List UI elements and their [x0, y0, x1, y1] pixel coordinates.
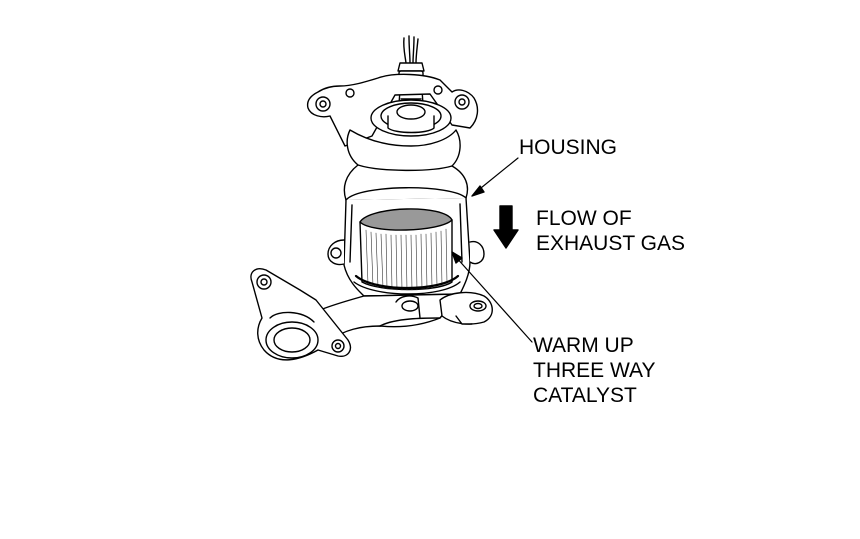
leader-lines: [451, 157, 533, 343]
sensor-boss: [370, 99, 452, 137]
right-flange: [439, 291, 493, 325]
catalyst-label-line3: CATALYST: [533, 384, 637, 407]
housing-label: HOUSING: [519, 135, 617, 160]
catalyst-brick: [353, 208, 461, 295]
outlet-flange: [250, 268, 352, 361]
outlet-pipe: [299, 293, 461, 341]
catalyst-label-line2: THREE WAY: [533, 359, 656, 382]
flow-label-line1: FLOW OF: [536, 207, 632, 230]
catalyst-label-line1: WARM UP: [533, 334, 634, 357]
catalyst-label: WARM UP THREE WAY CATALYST: [533, 333, 656, 408]
flow-label-line2: EXHAUST GAS: [536, 232, 685, 255]
sensor-wires: [403, 35, 419, 64]
side-bosses: [327, 239, 485, 266]
housing-upper: [343, 129, 469, 201]
down-arrow-icon: [493, 205, 519, 249]
upper-flange: [306, 73, 479, 147]
flow-label: FLOW OF EXHAUST GAS: [536, 206, 685, 256]
housing-label-text: HOUSING: [519, 136, 618, 159]
